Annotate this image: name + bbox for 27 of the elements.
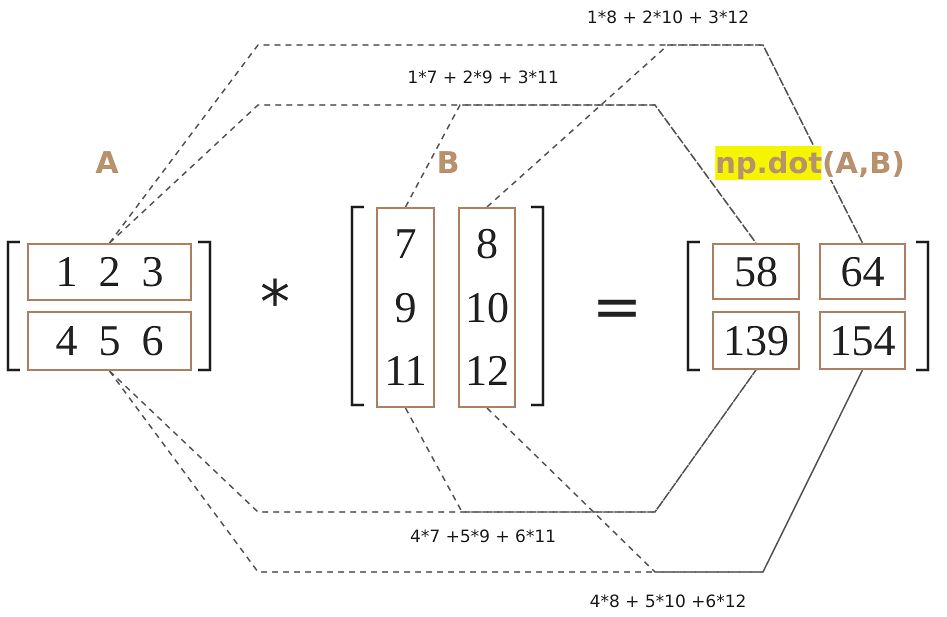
matrix-values: 58 — [734, 246, 778, 298]
matrix-values: 154 — [830, 314, 896, 367]
matrix-row-box — [27, 311, 192, 371]
result-cell — [712, 243, 800, 300]
dashed-connector — [108, 44, 864, 244]
matrix-values: 7 9 11 — [383, 218, 428, 398]
dashed-connector — [108, 370, 757, 513]
dashed-connector — [404, 104, 757, 244]
matrix-row-box — [27, 243, 192, 301]
multiply-sign: * — [260, 268, 290, 338]
matrix-name: A — [95, 146, 119, 181]
matrix-column-box — [376, 207, 435, 408]
matrix-column-box — [458, 207, 516, 408]
dashed-connector — [108, 370, 864, 573]
result-cell — [819, 311, 906, 370]
equals-sign: = — [592, 272, 642, 342]
dashed-connector — [404, 370, 757, 513]
result-cell — [819, 243, 906, 300]
dashed-connector — [108, 104, 757, 244]
matrix-values: 1 2 3 — [56, 246, 164, 298]
matrix-values: 8 10 12 — [464, 218, 510, 398]
matrix-name: B — [436, 146, 460, 181]
result-cell — [712, 311, 800, 370]
matrix-values: 4 5 6 — [56, 315, 164, 368]
matrix-values: 139 — [723, 314, 789, 367]
dashed-connector — [486, 370, 864, 573]
matrix-values: 64 — [840, 246, 884, 298]
